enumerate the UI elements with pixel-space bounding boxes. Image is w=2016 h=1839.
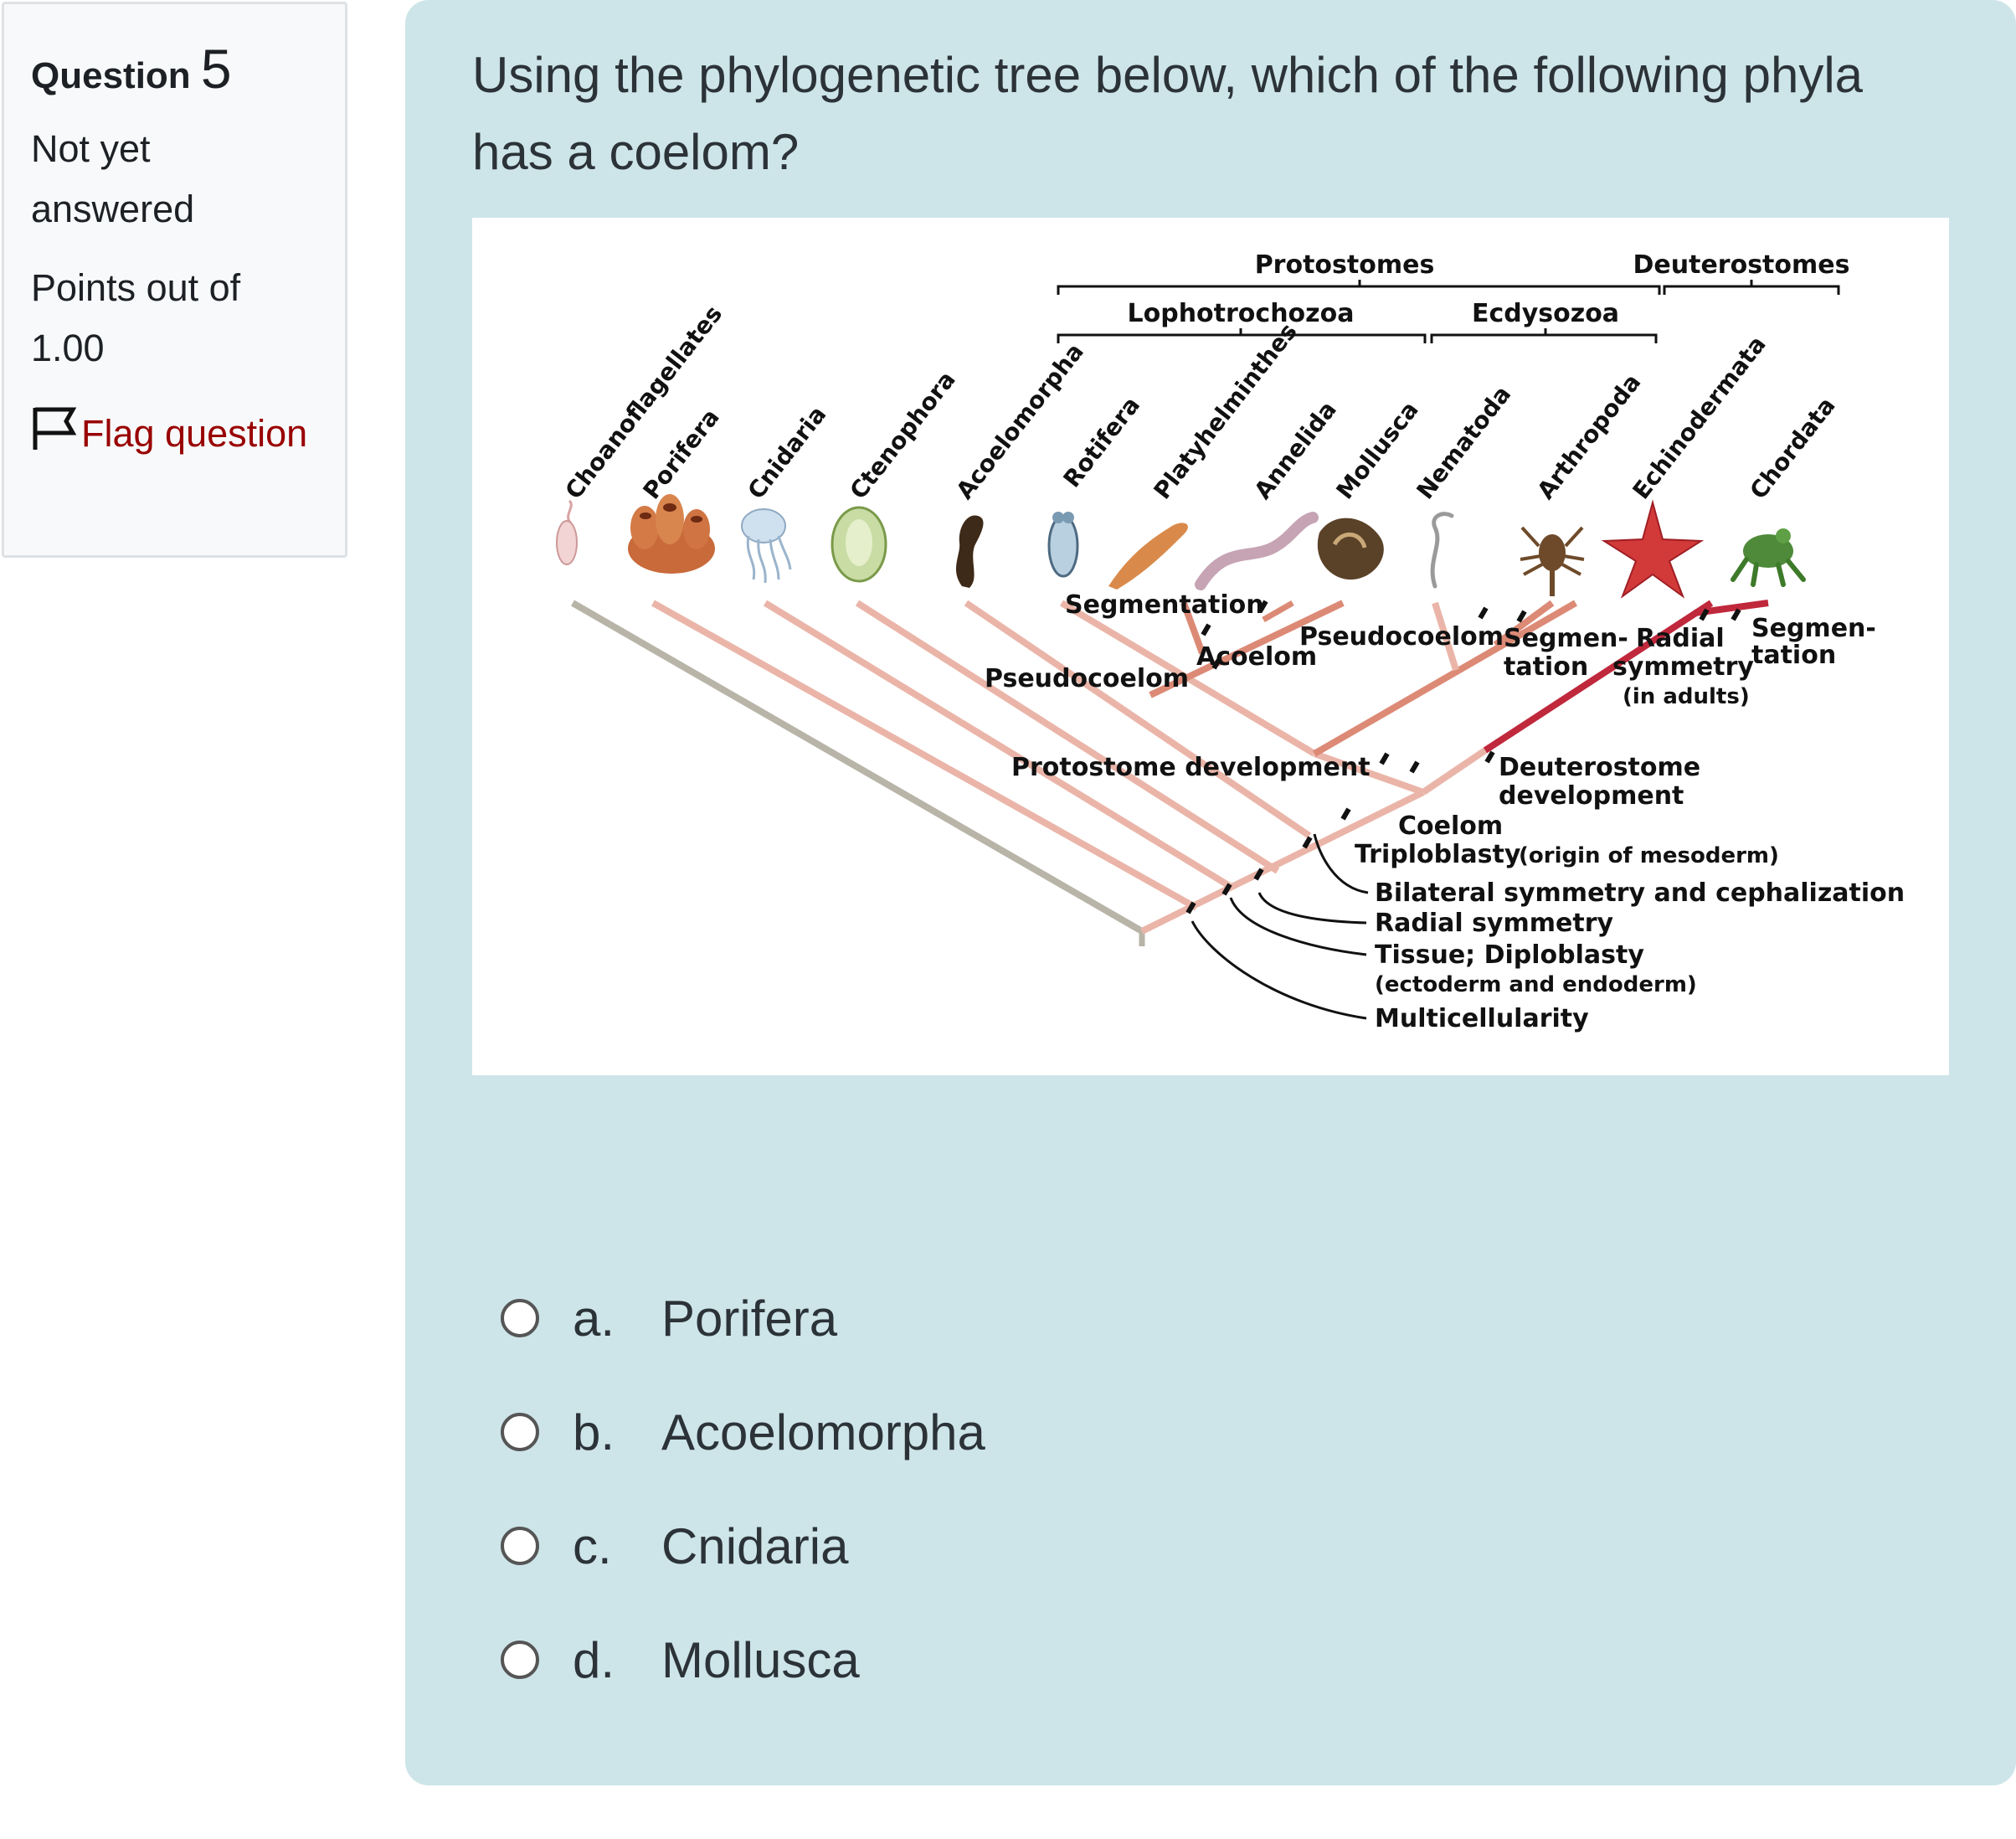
answer-text-a[interactable]: Porifera	[661, 1290, 838, 1347]
answer-option-d[interactable]: d. Mollusca	[501, 1603, 985, 1717]
taxon-label-nematoda: Nematoda	[1412, 380, 1517, 504]
answer-letter-a: a.	[573, 1290, 615, 1347]
flag-question-label: Flag question	[81, 412, 308, 456]
annelida-illustration	[1195, 512, 1319, 590]
protostomes-label: Protostomes	[1255, 250, 1435, 280]
coelom-label: Coelom	[1398, 811, 1503, 841]
taxon-label-rotifera: Rotifera	[1058, 391, 1146, 492]
answer-option-a[interactable]: a. Porifera	[501, 1261, 985, 1375]
flag-icon	[33, 407, 77, 451]
question-state: Not yet answered	[31, 127, 195, 231]
deuterostome-development-label-2: development	[1499, 781, 1684, 811]
arthropoda-illustration	[1520, 526, 1585, 596]
porifera-illustration	[628, 494, 715, 574]
answer-options: a. Porifera b. Acoelomorpha c. Cnidaria …	[501, 1261, 985, 1717]
triploblasty-note: (origin of mesoderm)	[1519, 843, 1779, 868]
tissue-diploblasty-label: Tissue; Diploblasty	[1375, 940, 1644, 970]
pseudocoelom-rotifera-label: Pseudocoelom	[985, 664, 1189, 693]
acoelom-label: Acoelom	[1196, 642, 1317, 672]
ecdysozoa-label: Ecdysozoa	[1472, 299, 1619, 328]
flag-question-link[interactable]: Flag question	[31, 404, 318, 464]
lophotrochozoa-label: Lophotrochozoa	[1128, 299, 1355, 328]
radial-symmetry-label-2: symmetry	[1612, 652, 1754, 682]
taxon-label-echinodermata: Echinodermata	[1628, 331, 1772, 505]
question-points: Points out of 1.00	[31, 266, 241, 370]
taxon-label-annelida: Annelida	[1249, 396, 1342, 505]
multicellularity-label: Multicellularity	[1375, 1004, 1589, 1033]
answer-letter-d: d.	[573, 1631, 615, 1688]
answer-text-b[interactable]: Acoelomorpha	[661, 1404, 985, 1460]
radial-symmetry-label-3: (in adults)	[1623, 684, 1750, 709]
answer-option-b[interactable]: b. Acoelomorpha	[501, 1375, 985, 1489]
question-label: Question	[31, 55, 191, 96]
tree-branches	[571, 600, 1769, 946]
segmentation-arthropoda-label-2: tation	[1504, 652, 1588, 682]
radio-button-c[interactable]	[501, 1527, 539, 1565]
answer-text-d[interactable]: Mollusca	[661, 1631, 860, 1688]
taxon-label-mollusca: Mollusca	[1331, 396, 1424, 504]
radio-button-a[interactable]	[501, 1299, 539, 1337]
question-number-heading: Question 5	[31, 36, 318, 102]
mollusca-illustration	[1317, 518, 1384, 580]
question-card: Using the phylogenetic tree below, which…	[405, 0, 2016, 1785]
radio-button-b[interactable]	[501, 1413, 539, 1451]
choanoflagellate-illustration	[556, 499, 578, 565]
cnidaria-illustration	[741, 508, 792, 584]
trait-tick-marks	[1185, 600, 1741, 914]
rotifera-illustration	[1047, 512, 1079, 578]
answer-text-c[interactable]: Cnidaria	[661, 1517, 849, 1574]
echinodermata-illustration	[1601, 499, 1705, 599]
acoelomorpha-illustration	[955, 515, 984, 588]
nematoda-illustration	[1430, 512, 1454, 589]
chordata-illustration	[1731, 528, 1806, 587]
segmentation-label: Segmentation	[1065, 590, 1264, 620]
taxon-label-porifera: Porifera	[638, 404, 725, 504]
tissue-diploblasty-note: (ectoderm and endoderm)	[1375, 972, 1697, 997]
taxon-label-choanoflagellates: Choanoflagellates	[560, 301, 728, 505]
radial-symmetry-basal-label: Radial symmetry	[1375, 909, 1613, 938]
phylogenetic-tree-diagram: Protostomes Deuterostomes Lophotrochozoa…	[556, 250, 1905, 1033]
question-text: Using the phylogenetic tree below, which…	[472, 47, 1864, 180]
bilateral-symmetry-label: Bilateral symmetry and cephalization	[1375, 878, 1905, 908]
answer-letter-c: c.	[573, 1517, 612, 1574]
question-info-panel: Question 5 Not yet answered Points out o…	[2, 2, 347, 558]
question-number: 5	[200, 38, 232, 100]
deuterostome-development-label-1: Deuterostome	[1499, 753, 1700, 782]
phylogenetic-tree-figure: Protostomes Deuterostomes Lophotrochozoa…	[472, 218, 1949, 1075]
radio-button-d[interactable]	[501, 1641, 539, 1679]
group-brackets	[1057, 280, 1840, 343]
platyhelminthes-illustration	[1108, 523, 1188, 590]
pseudocoelom-nematoda-label: Pseudocoelom	[1299, 622, 1504, 652]
triploblasty-label: Triploblasty	[1355, 840, 1521, 869]
pointer-lines	[1191, 833, 1369, 1020]
answer-letter-b: b.	[573, 1404, 615, 1460]
segmentation-chordata-label-1: Segmen-	[1751, 614, 1876, 643]
protostome-development-label: Protostome development	[1011, 753, 1371, 782]
organism-illustrations	[556, 494, 1806, 599]
segmentation-arthropoda-label-1: Segmen-	[1504, 624, 1628, 653]
taxon-label-cnidaria: Cnidaria	[743, 401, 832, 505]
radial-symmetry-label-1: Radial	[1636, 624, 1725, 653]
deuterostomes-label: Deuterostomes	[1633, 250, 1850, 280]
ctenophora-illustration	[831, 506, 887, 583]
taxon-label-ctenophora: Ctenophora	[845, 366, 961, 504]
segmentation-chordata-label-2: tation	[1751, 641, 1836, 670]
answer-option-c[interactable]: c. Cnidaria	[501, 1489, 985, 1603]
taxon-label-chordata: Chordata	[1745, 392, 1841, 504]
